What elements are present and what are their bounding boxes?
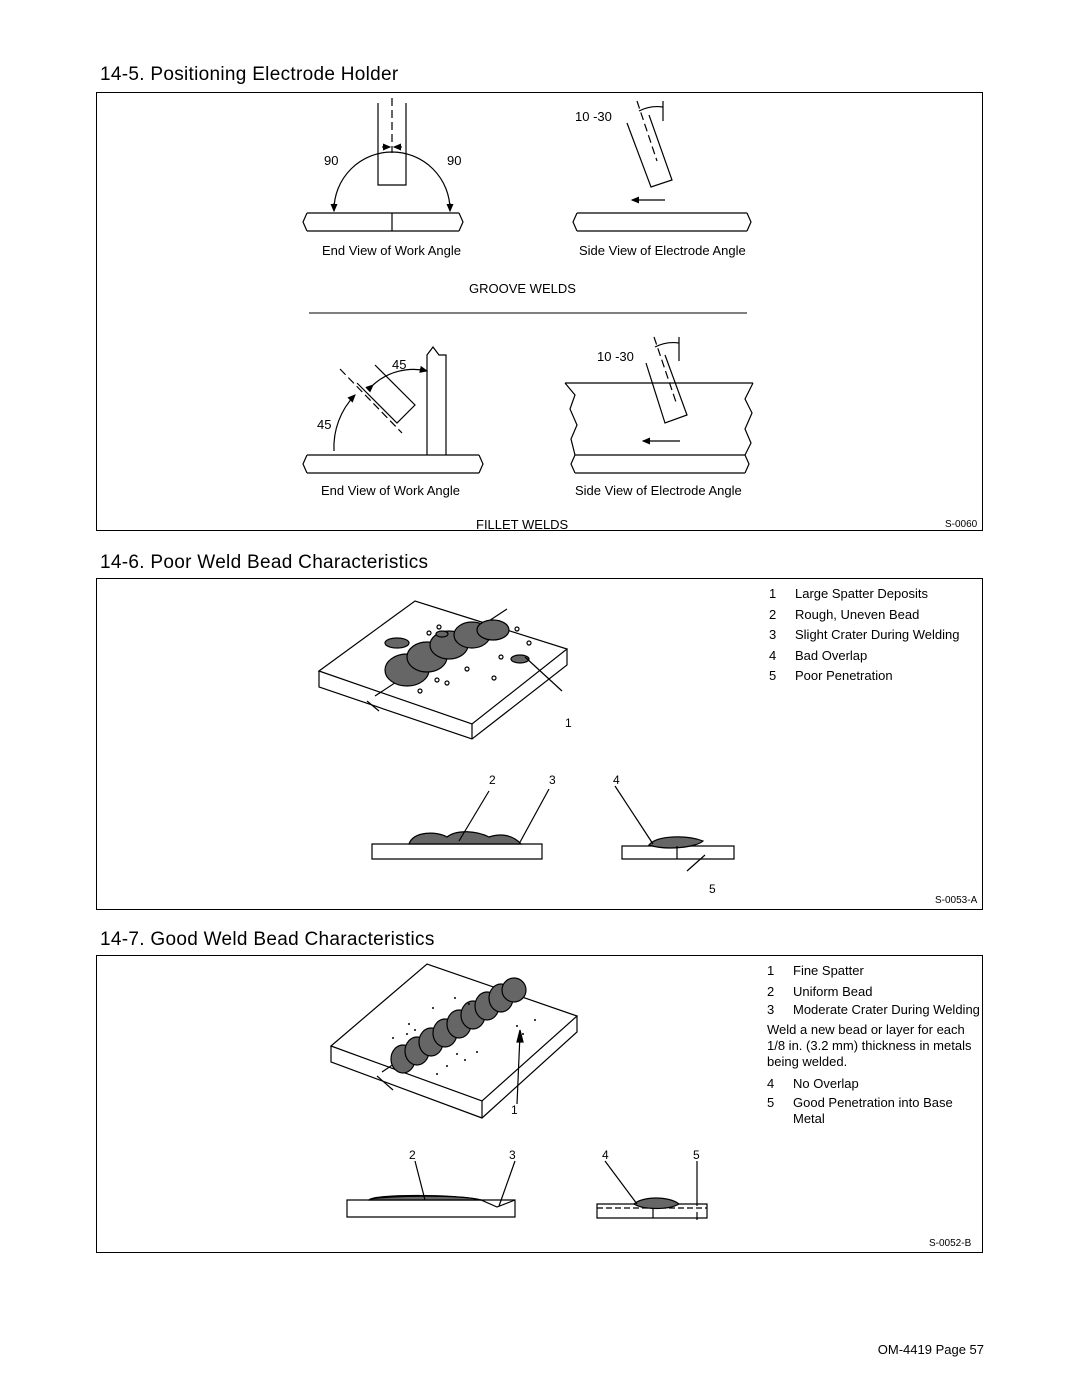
- positioning-diagram: 90 90 10 -30 End View of Work Angle Side…: [302, 98, 978, 532]
- section-heading-positioning: 14-5. Positioning Electrode Holder: [100, 64, 399, 85]
- angle-45-left: 45: [317, 417, 331, 432]
- poor-callout-5: 5: [709, 882, 716, 896]
- poor-callout-1: 1: [565, 716, 572, 730]
- good-callout-4: 4: [602, 1148, 609, 1162]
- good-weld-diagram: 1 2 3 4 5 S-0052-B: [329, 963, 972, 1249]
- section-heading-good-weld: 14-7. Good Weld Bead Characteristics: [100, 929, 435, 950]
- groove-side-view-drawing: [572, 100, 752, 232]
- poor-weld-diagram: 1 2 3 4 5 S-0053-A: [317, 600, 978, 906]
- angle-90-left: 90: [324, 153, 338, 168]
- page-footer: OM-4419 Page 57: [877, 1342, 984, 1357]
- caption-groove-end-view: End View of Work Angle: [322, 243, 461, 258]
- poor-weld-section-left: [371, 831, 543, 860]
- poor-weld-spatter: [417, 624, 532, 694]
- groove-end-view-drawing: [302, 98, 464, 232]
- good-callout-5: 5: [693, 1148, 700, 1162]
- angle-10-30-top: 10 -30: [575, 109, 612, 124]
- angle-90-right: 90: [447, 153, 461, 168]
- good-weld-bead-top: [390, 977, 527, 1074]
- good-weld-section-left: [346, 1194, 516, 1218]
- poor-weld-section-right: [621, 836, 735, 860]
- poor-callout-2: 2: [489, 773, 496, 787]
- section-heading-poor-weld: 14-6. Poor Weld Bead Characteristics: [100, 552, 429, 573]
- panel-positioning-electrode-holder: 90 90 10 -30 End View of Work Angle Side…: [96, 92, 983, 532]
- figure-code-s0052b: S-0052-B: [929, 1238, 972, 1249]
- groove-welds-label: GROOVE WELDS: [469, 281, 576, 296]
- good-callout-3: 3: [509, 1148, 516, 1162]
- poor-weld-bead-top: [384, 619, 530, 687]
- figure-code-s0060: S-0060: [945, 519, 978, 530]
- good-callout-1: 1: [511, 1103, 518, 1117]
- caption-fillet-side-view: Side View of Electrode Angle: [575, 483, 742, 498]
- weld-layer-note: Weld a new bead or layer for each 1/8 in…: [767, 1022, 972, 1069]
- caption-groove-side-view: Side View of Electrode Angle: [579, 243, 746, 258]
- fillet-side-view-drawing: [564, 336, 754, 474]
- poor-callout-3: 3: [549, 773, 556, 787]
- angle-10-30-bottom: 10 -30: [597, 349, 634, 364]
- angle-45-top: 45: [392, 357, 406, 372]
- fillet-end-view-drawing: [302, 346, 484, 474]
- fillet-welds-label: FILLET WELDS: [476, 517, 569, 532]
- figure-code-s0053a: S-0053-A: [935, 895, 978, 906]
- poor-weld-plate-drawing: [317, 600, 569, 740]
- poor-callout-4: 4: [613, 773, 620, 787]
- good-weld-spatter: [392, 997, 536, 1075]
- good-callout-2: 2: [409, 1148, 416, 1162]
- caption-fillet-end-view: End View of Work Angle: [321, 483, 460, 498]
- good-weld-section-right: [596, 1197, 708, 1220]
